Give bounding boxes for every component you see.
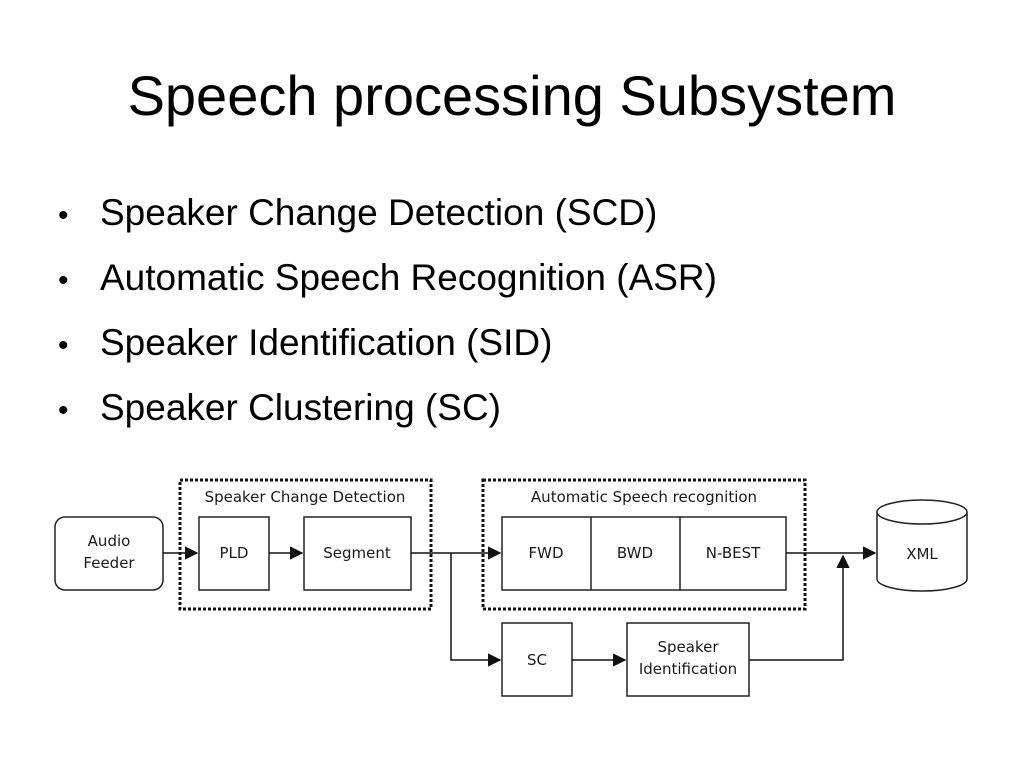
bullet-dot-icon: • xyxy=(58,199,69,232)
nbest-label: N-BEST xyxy=(706,544,761,562)
sc-label: SC xyxy=(527,651,547,669)
bullet-text: Speaker Identification (SID) xyxy=(100,322,553,363)
scd-group-label: Speaker Change Detection xyxy=(205,488,406,506)
segment-label: Segment xyxy=(323,544,391,562)
asr-group-frame xyxy=(481,478,807,611)
bullet-list: • Speaker Change Detection (SCD) • Autom… xyxy=(58,190,717,450)
xml-database-icon xyxy=(876,499,968,592)
bullet-item: • Automatic Speech Recognition (ASR) xyxy=(58,255,717,320)
asr-container-node xyxy=(501,516,787,591)
pld-label: PLD xyxy=(220,544,249,562)
bullet-dot-icon: • xyxy=(58,264,69,297)
audio-feeder-label-line2: Feeder xyxy=(83,554,135,572)
bwd-label: BWD xyxy=(617,544,653,562)
slide-title: Speech processing Subsystem xyxy=(127,64,897,127)
bullet-text: Speaker Change Detection (SCD) xyxy=(100,192,658,233)
pld-node xyxy=(198,516,270,591)
pipeline-diagram: Speaker Change Detection Automatic Speec… xyxy=(54,478,968,697)
bullet-item: • Speaker Identification (SID) xyxy=(58,320,717,385)
asr-group-label: Automatic Speech recognition xyxy=(531,488,757,506)
audio-feeder-label-line1: Audio xyxy=(88,532,131,550)
arrow-segment-to-sc xyxy=(450,553,502,667)
arrow-speaker-identification-up xyxy=(749,554,850,661)
bullet-text: Speaker Clustering (SC) xyxy=(100,387,501,428)
bullet-item: • Speaker Change Detection (SCD) xyxy=(58,190,717,255)
scd-group-frame xyxy=(178,478,433,611)
bullet-dot-icon: • xyxy=(58,394,69,427)
xml-label: XML xyxy=(906,545,938,563)
bullet-text: Automatic Speech Recognition (ASR) xyxy=(100,257,717,298)
speaker-identification-label-line2: Identification xyxy=(639,660,737,678)
sc-node xyxy=(501,622,573,697)
speaker-identification-label-line1: Speaker xyxy=(657,638,719,656)
bullet-item: • Speaker Clustering (SC) xyxy=(58,385,717,450)
speaker-identification-node xyxy=(626,622,750,697)
bullet-dot-icon: • xyxy=(58,329,69,362)
fwd-label: FWD xyxy=(528,544,563,562)
